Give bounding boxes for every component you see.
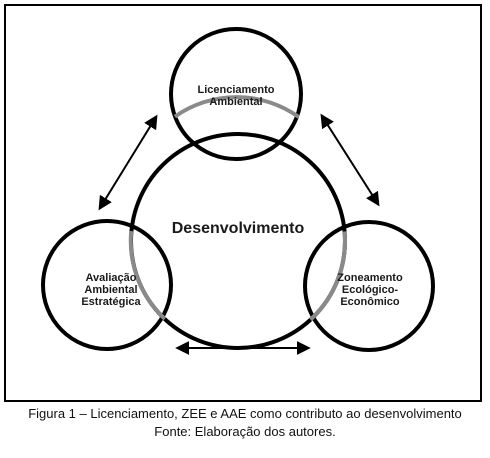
- aae-label-line3: Estratégica: [81, 296, 141, 308]
- overlap-arc-top: [173, 95, 300, 119]
- zee-circle: [303, 220, 435, 352]
- licenciamento-label-line1: Licenciamento: [197, 84, 274, 96]
- figure-source: Fonte: Elaboração dos autores.: [154, 424, 336, 439]
- zee-label-line1: Zoneamento: [337, 272, 403, 284]
- aae-circle: [41, 219, 173, 351]
- zee-label-line3: Econômico: [340, 296, 400, 308]
- aae-label-line2: Ambiental: [84, 284, 137, 296]
- zee-label-line2: Ecológico-: [342, 284, 399, 296]
- center-label: Desenvolvimento: [172, 220, 305, 237]
- arrow-licenciamento-zee: [320, 113, 380, 207]
- licenciamento-label-line2: Ambiental: [209, 96, 262, 108]
- overlap-arc-right: [309, 231, 348, 322]
- arrow-aae-licenciamento: [98, 114, 158, 211]
- figure-caption: Figura 1 – Licenciamento, ZEE e AAE como…: [28, 406, 462, 421]
- aae-label-line1: Avaliação: [86, 272, 137, 284]
- overlap-arc-left: [128, 230, 167, 321]
- licenciamento-circle: [169, 27, 303, 161]
- figure-frame: [4, 4, 482, 402]
